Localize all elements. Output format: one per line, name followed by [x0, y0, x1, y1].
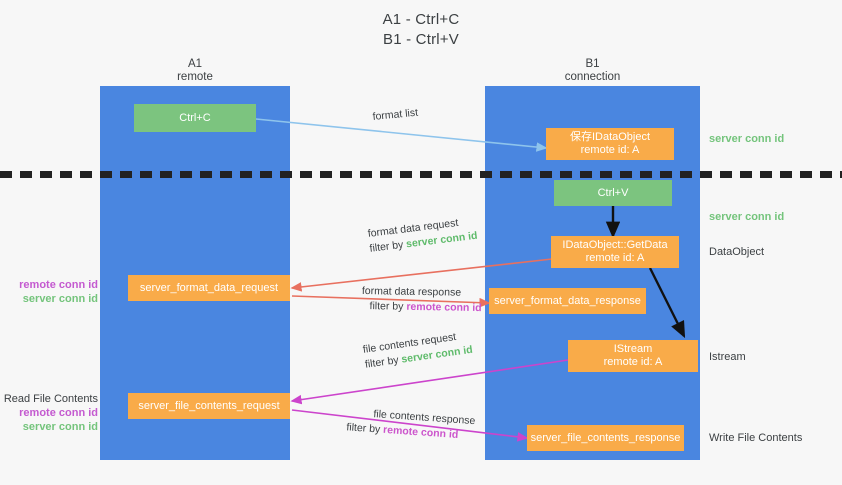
node-idataobject-getdata[interactable]: IDataObject::GetData remote id: A	[551, 236, 679, 268]
title-line-1: A1 - Ctrl+C	[382, 11, 460, 28]
annotation-dataobject: DataObject	[709, 245, 764, 259]
annotation-conn-ids-upper: remote conn id server conn id	[0, 278, 98, 306]
phase-divider	[0, 171, 842, 178]
node-save-idataobject[interactable]: 保存IDataObject remote id: A	[546, 128, 674, 160]
page-title: A1 - Ctrl+C B1 - Ctrl+V	[0, 10, 842, 50]
annotation-server-conn-id-mid: server conn id	[709, 210, 784, 224]
filter-prefix: filter by	[346, 421, 384, 436]
filter-value-remote-conn-id: remote conn id	[382, 423, 459, 442]
node-save-idataobject-title: 保存IDataObject	[569, 131, 651, 143]
annotation-write-file-contents-text: Write File Contents	[709, 432, 803, 444]
node-server-format-data-request-label: server_format_data_request	[139, 281, 279, 294]
annotation-remote-conn-id-upper: remote conn id	[19, 279, 98, 291]
annotation-read-file-contents-text: Read File Contents	[3, 393, 98, 405]
annotation-istream: Istream	[709, 350, 746, 364]
node-idataobject-getdata-subtitle: remote id: A	[585, 252, 645, 264]
node-istream-title: IStream	[613, 343, 653, 355]
node-server-file-contents-response[interactable]: server_file_contents_response	[527, 425, 684, 451]
annotation-server-conn-id-top: server conn id	[709, 132, 784, 146]
node-server-file-contents-response-label: server_file_contents_response	[530, 431, 681, 444]
arrow-getdata-to-istream	[648, 267, 686, 339]
node-idataobject-getdata-title: IDataObject::GetData	[562, 239, 668, 251]
lane-header-b1: B1 connection	[485, 58, 700, 84]
annotation-remote-conn-id-lower: remote conn id	[19, 407, 98, 419]
annotation-istream-text: Istream	[709, 351, 746, 363]
annotation-server-conn-id-top-text: server conn id	[709, 133, 785, 145]
filter-prefix: filter by	[369, 300, 407, 313]
filter-prefix: filter by	[368, 238, 407, 255]
node-istream-subtitle: remote id: A	[603, 356, 663, 368]
node-ctrl-v-label: Ctrl+V	[597, 186, 629, 199]
edge-label-format-data-response-filter: filter by remote conn id	[361, 299, 482, 316]
edge-label-format-data-response: format data response filter by remote co…	[361, 284, 482, 316]
lane-header-a1-role: remote	[177, 71, 213, 83]
node-server-format-data-response-label: server_format_data_response	[494, 294, 641, 307]
arrow-format-list	[255, 118, 548, 152]
lane-header-a1-name: A1	[187, 58, 203, 70]
title-line-2: B1 - Ctrl+V	[383, 31, 459, 48]
annotation-server-conn-id-upper: server conn id	[22, 293, 98, 305]
arrow-format-data-request	[290, 258, 553, 292]
arrow-format-data-response	[291, 295, 491, 308]
filter-value-remote-conn-id: remote conn id	[406, 300, 482, 315]
node-ctrl-c-label: Ctrl+C	[179, 111, 211, 124]
node-ctrl-v[interactable]: Ctrl+V	[554, 180, 672, 206]
arrow-file-contents-request	[290, 359, 569, 405]
node-server-format-data-request[interactable]: server_format_data_request	[128, 275, 290, 301]
node-istream[interactable]: IStream remote id: A	[568, 340, 698, 372]
lane-header-b1-role: connection	[564, 71, 621, 83]
annotation-dataobject-text: DataObject	[709, 246, 765, 258]
lane-header-a1: A1 remote	[100, 58, 290, 84]
filter-prefix: filter by	[364, 353, 403, 371]
node-server-file-contents-request[interactable]: server_file_contents_request	[128, 393, 290, 419]
annotation-server-conn-id-lower: server conn id	[22, 421, 98, 433]
annotation-server-conn-id-mid-text: server conn id	[709, 211, 785, 223]
node-ctrl-c[interactable]: Ctrl+C	[134, 104, 256, 132]
lane-header-b1-name: B1	[585, 58, 600, 70]
annotation-read-file-contents-group: Read File Contents remote conn id server…	[0, 392, 98, 434]
annotation-write-file-contents: Write File Contents	[709, 431, 802, 445]
arrow-file-contents-response	[291, 409, 529, 442]
node-save-idataobject-subtitle: remote id: A	[580, 144, 640, 156]
node-server-file-contents-request-label: server_file_contents_request	[138, 399, 280, 412]
node-server-format-data-response[interactable]: server_format_data_response	[489, 288, 646, 314]
